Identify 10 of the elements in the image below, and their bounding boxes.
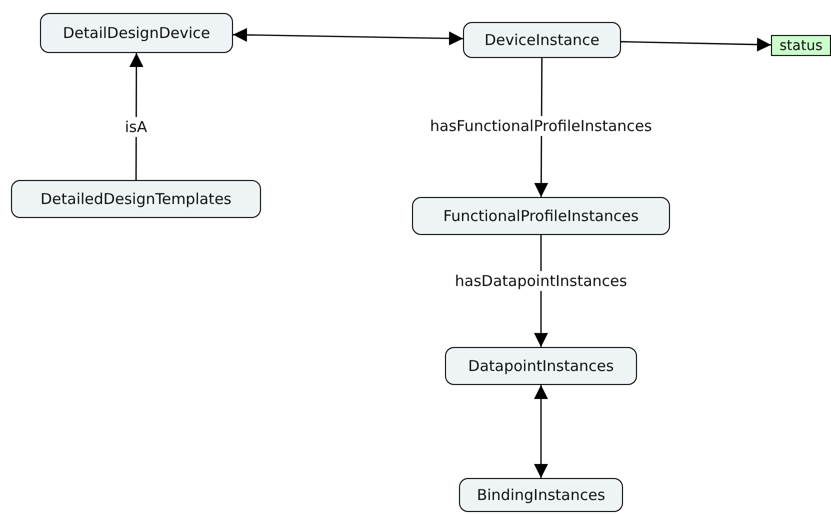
concept-box: FunctionalProfileInstances	[412, 197, 670, 235]
concept-box: DetailDesignDevice	[40, 13, 233, 53]
arrow	[534, 385, 548, 478]
concept-box: DeviceInstance	[463, 22, 621, 58]
value-box: status	[771, 35, 831, 56]
arrow	[232, 28, 464, 46]
concept-box: DetailedDesignTemplates	[11, 180, 261, 218]
arrow	[620, 38, 772, 52]
concept-box: DatapointInstances	[445, 347, 637, 385]
concept-box: BindingInstances	[459, 478, 623, 512]
